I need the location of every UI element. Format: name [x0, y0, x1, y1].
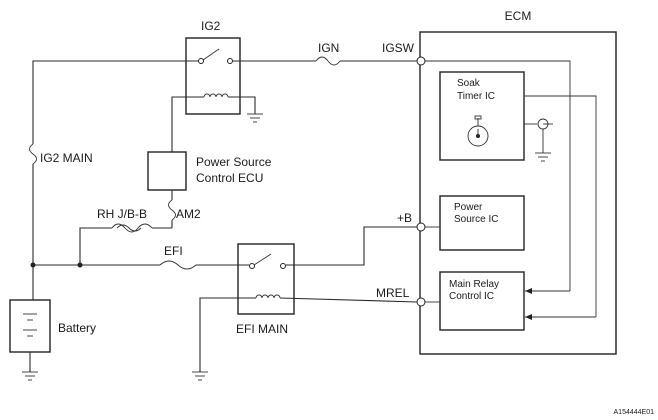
am2-label: AM2	[176, 207, 201, 221]
battery-label: Battery	[58, 321, 96, 335]
power-source-ic-label-2: Source IC	[454, 214, 498, 225]
efi-main-relay-coil	[255, 294, 281, 299]
power-source-ic-label-1: Power	[454, 202, 483, 213]
ig2-main-label: IG2 MAIN	[40, 151, 93, 165]
ig2-main-fuse	[28, 143, 38, 165]
wiring	[29, 60, 418, 372]
junction-dot	[77, 262, 83, 268]
ign-label: IGN	[318, 41, 339, 55]
main-relay-control-ic-box	[439, 271, 525, 331]
plus-b-label: +B	[397, 211, 412, 225]
power-source-control-ecu-box	[147, 151, 187, 191]
ecm-internal-wiring	[425, 60, 597, 320]
plus-b-terminal	[416, 222, 426, 232]
soak-timer-ic-label-2: Timer IC	[457, 91, 495, 102]
am2-fuse	[168, 199, 176, 221]
ecm-label: ECM	[505, 9, 532, 23]
rh-jb-b-fuse	[111, 223, 153, 233]
ground-symbol-ecm	[535, 152, 551, 162]
power-source-control-ecu-label-1: Power Source	[196, 155, 272, 169]
mrel-label: MREL	[376, 286, 410, 300]
ig2-relay-switch	[198, 48, 233, 64]
ground-symbol-battery	[22, 371, 38, 381]
main-relay-ic-label-2: Control IC	[449, 291, 494, 302]
igsw-terminal	[416, 56, 426, 66]
battery-symbol	[23, 313, 37, 337]
igsw-label: IGSW	[382, 41, 415, 55]
efi-label: EFI	[164, 244, 183, 258]
soak-timer-ic-box	[439, 71, 525, 161]
transistor-symbol	[524, 118, 553, 153]
rh-jb-b-label: RH J/B-B	[97, 207, 147, 221]
main-relay-ic-label-1: Main Relay	[449, 279, 499, 290]
timer-clock-icon	[467, 115, 489, 147]
efi-main-relay-switch	[249, 253, 286, 269]
junction-dot	[30, 262, 36, 268]
ig2-relay-coil	[203, 93, 229, 98]
mrel-terminal	[416, 297, 426, 307]
efi-main-relay-box	[237, 243, 295, 315]
soak-timer-ic-label-1: Soak	[457, 78, 481, 89]
power-source-control-ecu-label-2: Control ECU	[196, 171, 263, 185]
ign-fuse	[315, 56, 341, 66]
battery-box	[9, 299, 51, 353]
figure-code: A154444E01	[614, 409, 655, 416]
efi-fuse	[159, 260, 197, 270]
ig2-relay-box	[185, 37, 241, 115]
efi-main-label: EFI MAIN	[236, 322, 288, 336]
power-source-ic-box	[439, 195, 525, 251]
ground-symbol-efi	[192, 371, 208, 381]
ig2-label: IG2	[201, 19, 221, 33]
ground-symbol-ig2	[247, 113, 263, 123]
